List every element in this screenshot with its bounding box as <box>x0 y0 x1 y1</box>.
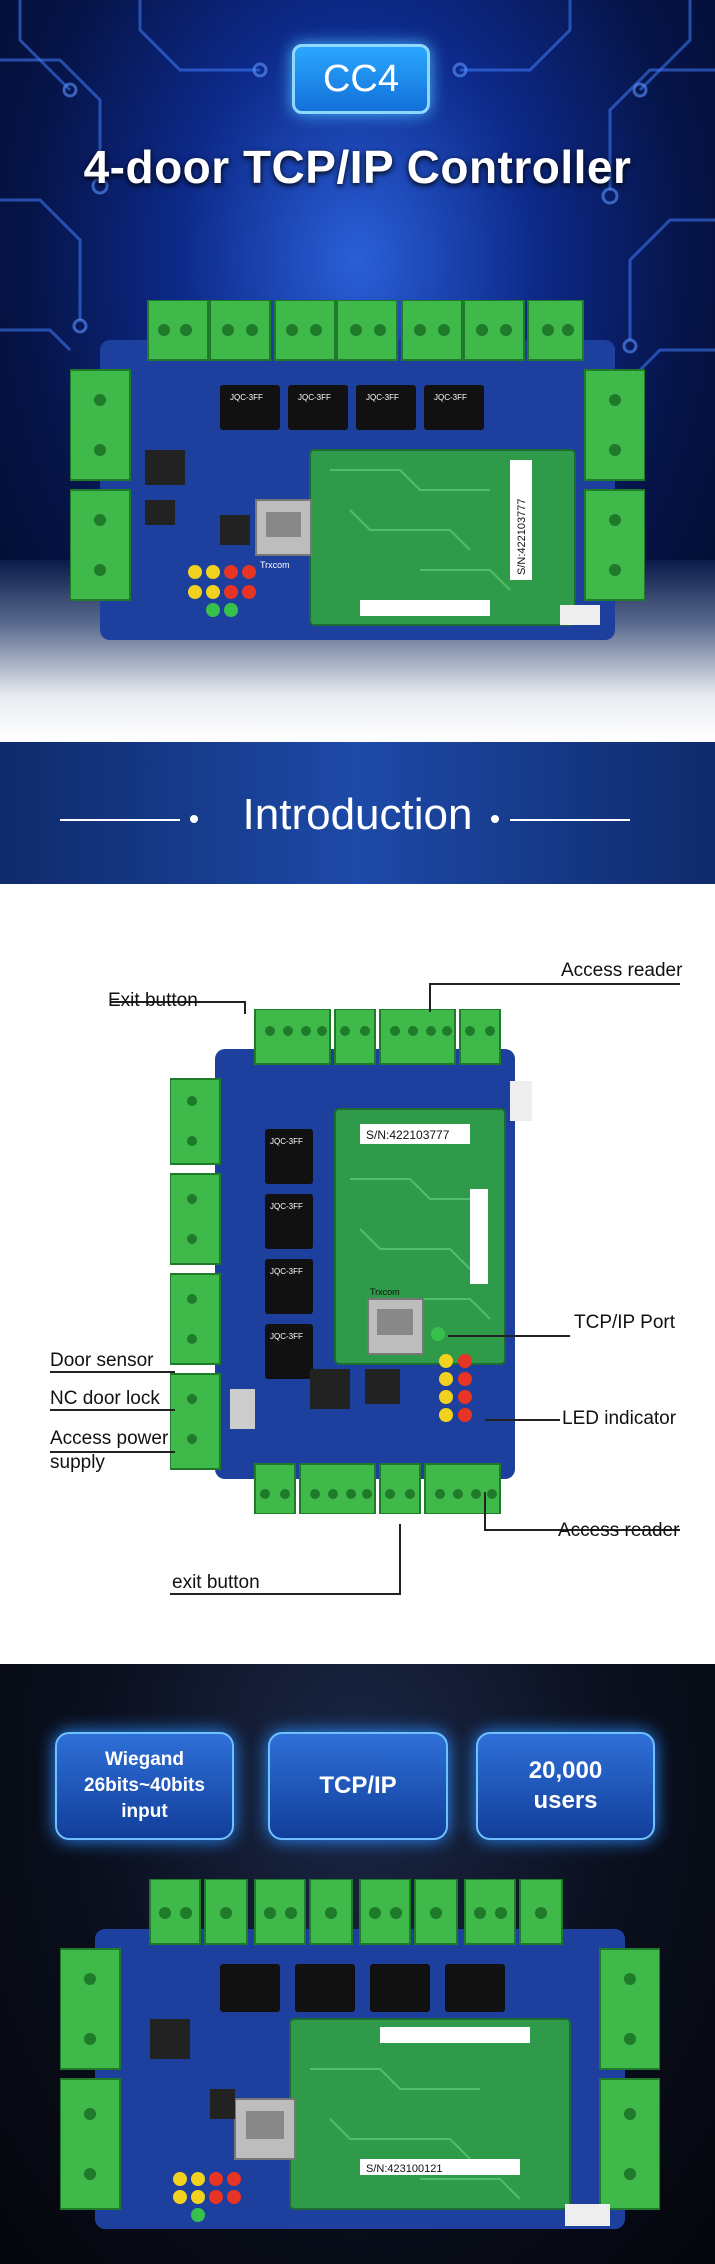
controller-board-top-view: JQC-3FF JQC-3FF JQC-3FF JQC-3FF S/N:4221… <box>170 1009 550 1514</box>
controller-board-photo: S/N:423100121 <box>60 1879 660 2249</box>
callout-tcp-ip-port: TCP/IP Port <box>574 1312 676 1333</box>
banner-rule-left <box>60 819 180 821</box>
callout-leaders <box>50 983 680 1595</box>
serial-sticker: S/N:422103777 <box>366 1128 450 1142</box>
callout-door-sensor: Door sensor <box>50 1350 154 1371</box>
feature-tcp-ip: TCP/IP <box>268 1732 448 1840</box>
introduction-title: Introduction <box>242 790 473 839</box>
relay-label: JQC-3FF <box>270 1332 303 1341</box>
callout-supply: supply <box>50 1452 105 1473</box>
callout-led-indicator: LED indicator <box>562 1408 677 1429</box>
relay-label: JQC-3FF <box>270 1137 303 1146</box>
feature-users: 20,000 users <box>476 1732 655 1840</box>
callout-access-power: Access power <box>50 1428 169 1449</box>
jack-brand: Trxcom <box>370 1287 400 1297</box>
leader-exit-button-top <box>110 1001 246 1014</box>
hero-section: CC4 4-door TCP/IP Controller <box>0 0 715 742</box>
relay-label: JQC-3FF <box>434 393 467 402</box>
hero-title: 4-door TCP/IP Controller <box>83 141 632 193</box>
callout-access-reader-bottom: Access reader <box>558 1520 680 1541</box>
callout-access-reader-top: Access reader <box>561 960 683 981</box>
circuit-background <box>0 0 715 372</box>
relay-label: JQC-3FF <box>230 393 263 402</box>
banner-dot-left <box>190 815 198 823</box>
leader-access-reader-bottom <box>484 1492 680 1531</box>
features-section: Wiegand 26bits~40bits input TCP/IP 20,00… <box>0 1664 715 2264</box>
model-badge: CC4 <box>292 44 430 114</box>
jack-brand: Trxcom <box>260 560 290 570</box>
callout-exit-button-top: Exit button <box>108 990 198 1011</box>
relay-label: JQC-3FF <box>270 1267 303 1276</box>
relay-label: JQC-3FF <box>298 393 331 402</box>
leader-exit-button-bottom <box>170 1524 401 1595</box>
callout-nc-door-lock: NC door lock <box>50 1388 160 1409</box>
banner-rule-right <box>510 819 630 821</box>
wiring-diagram: JQC-3FF JQC-3FF JQC-3FF JQC-3FF S/N:4221… <box>0 884 715 1664</box>
banner-dot-right <box>491 815 499 823</box>
introduction-banner: Introduction <box>0 742 715 884</box>
serial-sticker: S/N:423100121 <box>366 2163 442 2175</box>
controller-board-image: JQC-3FF JQC-3FF JQC-3FF JQC-3FF S/N:4221… <box>70 300 645 675</box>
relay-label: JQC-3FF <box>366 393 399 402</box>
leader-access-reader-top <box>429 983 680 1012</box>
serial-sticker: S/N:422103777 <box>516 499 528 575</box>
relay-label: JQC-3FF <box>270 1202 303 1211</box>
feature-wiegand: Wiegand 26bits~40bits input <box>55 1732 234 1840</box>
callout-exit-button-bottom: exit button <box>172 1572 260 1593</box>
